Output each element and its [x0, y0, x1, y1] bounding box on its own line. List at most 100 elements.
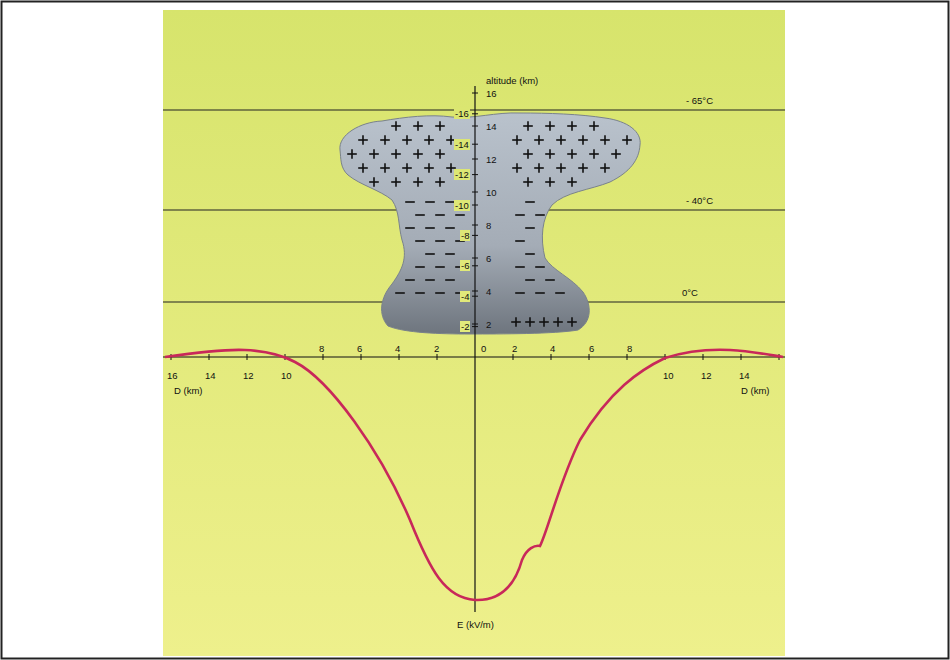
- axis-label: D (km): [173, 385, 204, 396]
- tick: [516, 240, 524, 242]
- tick: [384, 164, 386, 172]
- tick: [395, 178, 397, 186]
- tick: [515, 318, 517, 326]
- axis-label: -10: [454, 200, 470, 211]
- axis-label: 10: [485, 187, 498, 198]
- tick: [516, 266, 524, 268]
- tick: [593, 122, 595, 130]
- tick: [472, 144, 478, 145]
- tick: [437, 354, 438, 360]
- tick: [571, 122, 573, 130]
- tick: [536, 292, 544, 294]
- tick: [428, 136, 430, 144]
- axis-label: 14: [485, 121, 498, 132]
- axis-label: - 65°C: [685, 95, 714, 106]
- axis-label: 0: [480, 343, 487, 354]
- tick: [395, 122, 397, 130]
- axis-label: 8: [626, 343, 633, 354]
- panel: [163, 10, 785, 656]
- axis-label: -8: [460, 230, 470, 241]
- tick: [247, 354, 248, 360]
- axis-label: 6: [485, 253, 492, 264]
- tick: [209, 354, 210, 360]
- tick: [589, 354, 590, 360]
- tick: [426, 201, 434, 203]
- tick: [571, 318, 573, 326]
- tick: [426, 253, 434, 255]
- tick: [582, 136, 584, 144]
- tick: [439, 178, 441, 186]
- tick: [472, 174, 478, 175]
- tick: [560, 136, 562, 144]
- axis-label: 8: [485, 220, 492, 231]
- tick: [516, 136, 518, 144]
- axis-label: 14: [204, 370, 217, 381]
- tick: [549, 178, 551, 186]
- tick: [626, 136, 628, 144]
- tick: [373, 150, 375, 158]
- tick: [538, 164, 540, 172]
- tick: [516, 214, 524, 216]
- axis-label: 0°C: [681, 287, 699, 298]
- tick: [446, 201, 454, 203]
- tick: [426, 279, 434, 281]
- tick: [436, 214, 444, 216]
- axis-label: 2: [511, 343, 518, 354]
- axis-label: 10: [662, 370, 675, 381]
- tick: [472, 225, 478, 226]
- axis-label: 4: [394, 343, 401, 354]
- axis-ticks: [171, 93, 779, 360]
- tick: [446, 279, 454, 281]
- tick: [472, 258, 478, 259]
- tick: [513, 354, 514, 360]
- tick: [417, 178, 419, 186]
- tick: [416, 292, 424, 294]
- axis-label: -6: [460, 260, 470, 271]
- tick: [361, 354, 362, 360]
- tick: [526, 279, 534, 281]
- axis-label: -14: [454, 139, 470, 150]
- charge-signs: [348, 122, 631, 326]
- axis-label: 2: [485, 319, 492, 330]
- tick: [362, 164, 364, 172]
- tick: [604, 164, 606, 172]
- tick: [450, 136, 452, 144]
- axis-label: D (km): [740, 385, 771, 396]
- axis-label: 12: [242, 370, 255, 381]
- tick: [395, 150, 397, 158]
- axis-label: -12: [454, 169, 470, 180]
- axis-label: 4: [549, 343, 556, 354]
- tick: [703, 354, 704, 360]
- axis-label: 8: [318, 343, 325, 354]
- axis-label: altitude (km): [485, 75, 539, 86]
- axis-label: -2: [460, 321, 470, 332]
- tick: [472, 265, 478, 266]
- tick: [416, 266, 424, 268]
- axis-label: 10: [280, 370, 293, 381]
- tick: [549, 150, 551, 158]
- tick: [549, 122, 551, 130]
- tick: [472, 126, 478, 127]
- tick: [557, 318, 559, 326]
- tick: [472, 93, 478, 94]
- tick: [527, 150, 529, 158]
- axis-label: E (kV/m): [456, 619, 495, 630]
- tick: [417, 150, 419, 158]
- tick: [472, 324, 478, 325]
- tick: [604, 136, 606, 144]
- tick: [436, 292, 444, 294]
- axis-label: 14: [738, 370, 751, 381]
- axis-label: 6: [356, 343, 363, 354]
- tick: [538, 136, 540, 144]
- axis-label: 4: [485, 286, 492, 297]
- tick: [406, 227, 414, 229]
- tick: [527, 122, 529, 130]
- axis-label: 16: [166, 370, 179, 381]
- tick: [323, 354, 324, 360]
- tick: [446, 253, 454, 255]
- tick: [741, 354, 742, 360]
- axis-label: 12: [485, 154, 498, 165]
- tick: [406, 136, 408, 144]
- tick: [527, 178, 529, 186]
